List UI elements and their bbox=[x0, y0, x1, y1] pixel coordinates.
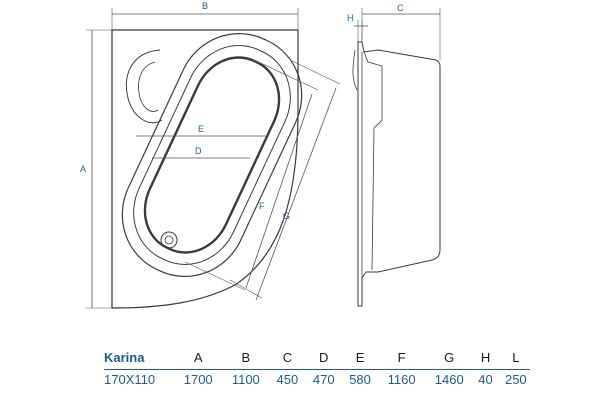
drain-outer bbox=[160, 231, 178, 249]
value-a: 1700 bbox=[183, 371, 213, 387]
value-d: 470 bbox=[312, 371, 335, 387]
header-l: L bbox=[512, 349, 520, 365]
label-b: B bbox=[202, 1, 208, 11]
label-g: G bbox=[283, 211, 290, 221]
side-view-body bbox=[357, 41, 441, 307]
label-f: F bbox=[259, 201, 265, 211]
header-h: H bbox=[480, 349, 491, 365]
label-e: E bbox=[198, 124, 204, 134]
table-header-row: Karina A B C D E F G H L bbox=[104, 346, 534, 368]
drain-inner bbox=[164, 235, 174, 245]
tub-headrest-inner bbox=[138, 61, 159, 112]
header-f: F bbox=[397, 349, 406, 365]
dimensions-table: Karina A B C D E F G H L 170X110 1700 11… bbox=[104, 346, 534, 390]
value-c: 450 bbox=[276, 371, 299, 387]
value-f: 1160 bbox=[387, 371, 416, 387]
model-size: 170X110 bbox=[104, 371, 156, 387]
value-h: 40 bbox=[478, 371, 493, 387]
tub-rim bbox=[121, 32, 303, 278]
header-g: G bbox=[444, 349, 455, 365]
side-view-inner bbox=[361, 51, 383, 278]
value-g: 1460 bbox=[434, 371, 464, 387]
label-a: A bbox=[80, 164, 86, 174]
header-b: B bbox=[241, 349, 251, 365]
table-divider bbox=[104, 369, 530, 370]
label-c: C bbox=[397, 3, 404, 13]
side-view-edge bbox=[352, 49, 358, 91]
label-h: H bbox=[347, 13, 354, 23]
value-e: 580 bbox=[349, 371, 371, 387]
tub-outer-body bbox=[111, 29, 299, 309]
table-row: 170X110 1700 1100 450 470 580 1160 1460 … bbox=[104, 368, 534, 390]
model-name: Karina bbox=[104, 349, 145, 365]
header-d: D bbox=[319, 349, 329, 365]
bathtub-technical-drawing: B A E D F G C H bbox=[80, 1, 441, 309]
label-d: D bbox=[195, 146, 202, 156]
tub-basin-outer bbox=[133, 45, 291, 265]
header-c: C bbox=[282, 349, 293, 365]
header-e: E bbox=[355, 349, 365, 365]
header-a: A bbox=[193, 349, 203, 365]
value-l: 250 bbox=[504, 371, 527, 387]
value-b: 1100 bbox=[231, 371, 260, 387]
tub-headrest bbox=[125, 49, 163, 124]
